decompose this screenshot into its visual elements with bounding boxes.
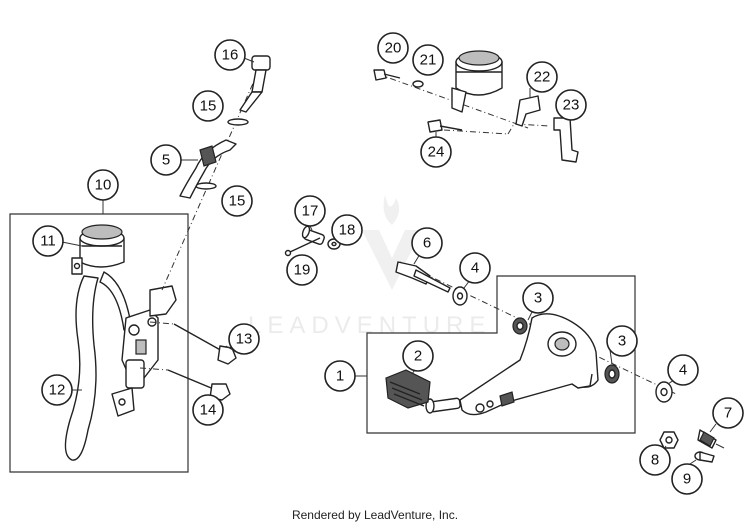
svg-text:11: 11 <box>40 233 56 250</box>
pin-17-part <box>301 225 325 245</box>
svg-text:14: 14 <box>200 402 217 419</box>
svg-text:18: 18 <box>339 222 356 239</box>
spacer-21 <box>412 80 424 88</box>
svg-text:4: 4 <box>679 362 687 379</box>
svg-text:5: 5 <box>162 152 170 169</box>
leader-7 <box>709 423 717 433</box>
svg-text:20: 20 <box>385 40 402 57</box>
svg-text:10: 10 <box>95 177 112 194</box>
callout-15-top: 15 <box>192 90 224 122</box>
svg-text:4: 4 <box>471 260 479 277</box>
pedal-rubber-2 <box>385 369 431 409</box>
svg-text:7: 7 <box>724 405 732 422</box>
bracket-23 <box>553 117 579 163</box>
rear-reservoir <box>451 50 503 113</box>
callout-2: 2 <box>402 340 434 372</box>
callout-24: 24 <box>420 136 452 168</box>
leadventure-watermark: LEADVENTURE <box>248 195 491 339</box>
washer-15-top <box>227 118 249 126</box>
svg-text:9: 9 <box>683 471 691 488</box>
brake-pedal-group: 1 2 3 3 4 4 6 7 8 9 <box>324 227 744 495</box>
leader-16 <box>243 57 255 63</box>
leader-9 <box>689 459 697 465</box>
group-frame-left <box>9 213 189 473</box>
screw-20-part <box>373 69 401 81</box>
cotter-pin-19 <box>284 237 321 257</box>
callout-17: 17 <box>294 195 326 227</box>
screw-9-part <box>694 451 715 463</box>
callout-3-upper: 3 <box>522 282 554 314</box>
callout-9: 9 <box>671 463 703 495</box>
svg-text:2: 2 <box>414 348 422 365</box>
callout-19: 19 <box>286 254 318 286</box>
callout-7: 7 <box>712 397 744 429</box>
brake-pedal-arm <box>425 313 599 416</box>
callout-22: 22 <box>526 61 558 93</box>
svg-text:6: 6 <box>423 235 431 252</box>
svg-text:15: 15 <box>229 193 246 210</box>
svg-text:1: 1 <box>336 368 344 385</box>
svg-text:16: 16 <box>222 47 239 64</box>
pivot-bolt-6 <box>395 261 451 293</box>
callout-4-upper: 4 <box>459 252 491 284</box>
svg-text:13: 13 <box>236 331 253 348</box>
callout-1: 1 <box>324 360 356 392</box>
callout-14: 14 <box>192 394 224 426</box>
banjo-fitting <box>239 55 271 113</box>
master-cylinder-group: 10 11 12 13 14 <box>9 169 260 473</box>
bolt-13-part <box>173 323 237 365</box>
callout-4-lower: 4 <box>667 354 699 386</box>
clip-22 <box>515 95 541 127</box>
rear-reservoir-group: 20 21 22 23 24 <box>373 32 587 168</box>
callout-13: 13 <box>228 323 260 355</box>
leader-3-upper <box>527 311 533 321</box>
callout-8: 8 <box>639 444 671 476</box>
callout-23: 23 <box>555 89 587 121</box>
switch-7-part <box>697 429 725 449</box>
callout-6: 6 <box>411 227 443 259</box>
svg-text:3: 3 <box>534 290 542 307</box>
screw-24-part <box>427 119 463 133</box>
svg-text:17: 17 <box>302 203 319 220</box>
washer-15-bottom <box>195 182 217 190</box>
group-frame-pedal <box>366 275 636 434</box>
svg-text:24: 24 <box>428 144 445 161</box>
leader-11 <box>61 241 83 247</box>
brake-line-group: 16 15 5 15 <box>150 39 271 291</box>
watermark-text: LEADVENTURE <box>248 312 491 339</box>
callout-12: 12 <box>41 374 73 406</box>
svg-text:8: 8 <box>651 452 659 469</box>
svg-text:19: 19 <box>294 262 311 279</box>
svg-text:3: 3 <box>618 333 626 350</box>
callout-15-bottom: 15 <box>221 185 253 217</box>
callout-18: 18 <box>331 214 363 246</box>
callout-16: 16 <box>214 39 246 71</box>
callout-5: 5 <box>150 144 182 176</box>
callout-21: 21 <box>412 44 444 76</box>
svg-text:21: 21 <box>420 52 437 69</box>
svg-text:12: 12 <box>49 382 66 399</box>
render-credit: Rendered by LeadVenture, Inc. <box>291 508 459 522</box>
svg-text:15: 15 <box>200 98 217 115</box>
callout-20: 20 <box>377 32 409 64</box>
master-cylinder <box>111 285 177 417</box>
pivot-pin-group: 17 18 19 <box>284 195 363 286</box>
reservoir-hose <box>64 275 99 461</box>
bolt-14-part <box>167 369 231 401</box>
callout-11: 11 <box>32 225 64 257</box>
svg-text:22: 22 <box>534 69 551 86</box>
callout-10: 10 <box>87 169 119 201</box>
fluid-reservoir <box>71 224 125 275</box>
svg-text:23: 23 <box>563 97 580 114</box>
callout-3-lower: 3 <box>606 325 638 357</box>
leader-3-lower <box>609 349 613 365</box>
